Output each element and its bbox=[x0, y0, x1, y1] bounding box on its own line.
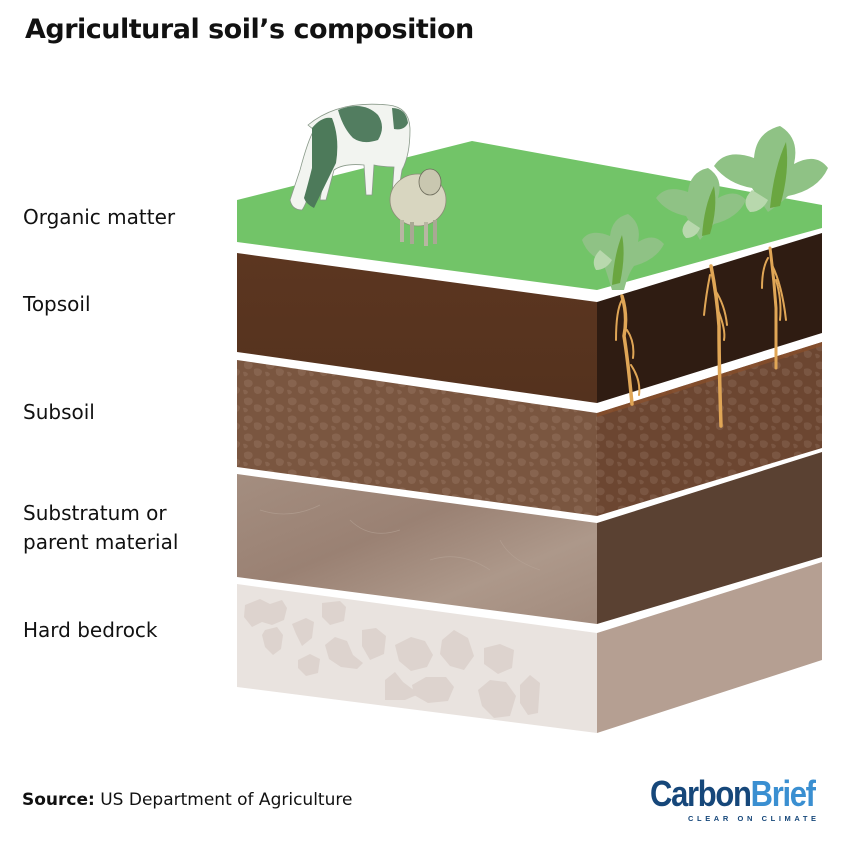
layer-hard-bedrock bbox=[237, 562, 822, 733]
page-title: Agricultural soil’s composition bbox=[25, 14, 474, 45]
label-subsoil: Subsoil bbox=[23, 400, 95, 424]
logo-brief: Brief bbox=[750, 773, 816, 814]
layer-substratum bbox=[237, 452, 822, 624]
logo-tagline: CLEAR ON CLIMATE bbox=[688, 814, 820, 823]
cow-illustration bbox=[289, 103, 411, 211]
source-text: US Department of Agriculture bbox=[94, 790, 353, 810]
logo-wordmark: CarbonBrief bbox=[650, 773, 816, 814]
layer-organic-matter bbox=[237, 141, 822, 290]
logo-carbon: Carbon bbox=[650, 773, 752, 814]
label-substratum-line2: parent material bbox=[23, 530, 179, 554]
label-organic-matter: Organic matter bbox=[23, 205, 176, 229]
plant-roots bbox=[615, 246, 787, 428]
sheep-illustration bbox=[389, 168, 447, 246]
label-substratum: Substratum or parent material bbox=[23, 499, 178, 557]
label-topsoil: Topsoil bbox=[23, 292, 91, 316]
source-label: Source: bbox=[22, 790, 95, 810]
layer-subsoil bbox=[237, 342, 822, 516]
layer-topsoil bbox=[237, 233, 822, 403]
source-note: Source: US Department of Agriculture bbox=[22, 790, 352, 810]
cabbage-plant-2 bbox=[656, 168, 746, 240]
carbonbrief-logo: CarbonBrief CLEAR ON CLIMATE bbox=[650, 775, 830, 825]
bedrock-stones bbox=[244, 599, 540, 718]
cabbage-plant-1 bbox=[582, 214, 664, 290]
label-substratum-line1: Substratum or bbox=[23, 501, 167, 525]
cabbage-plant-3 bbox=[714, 126, 828, 212]
label-hard-bedrock: Hard bedrock bbox=[23, 618, 158, 642]
